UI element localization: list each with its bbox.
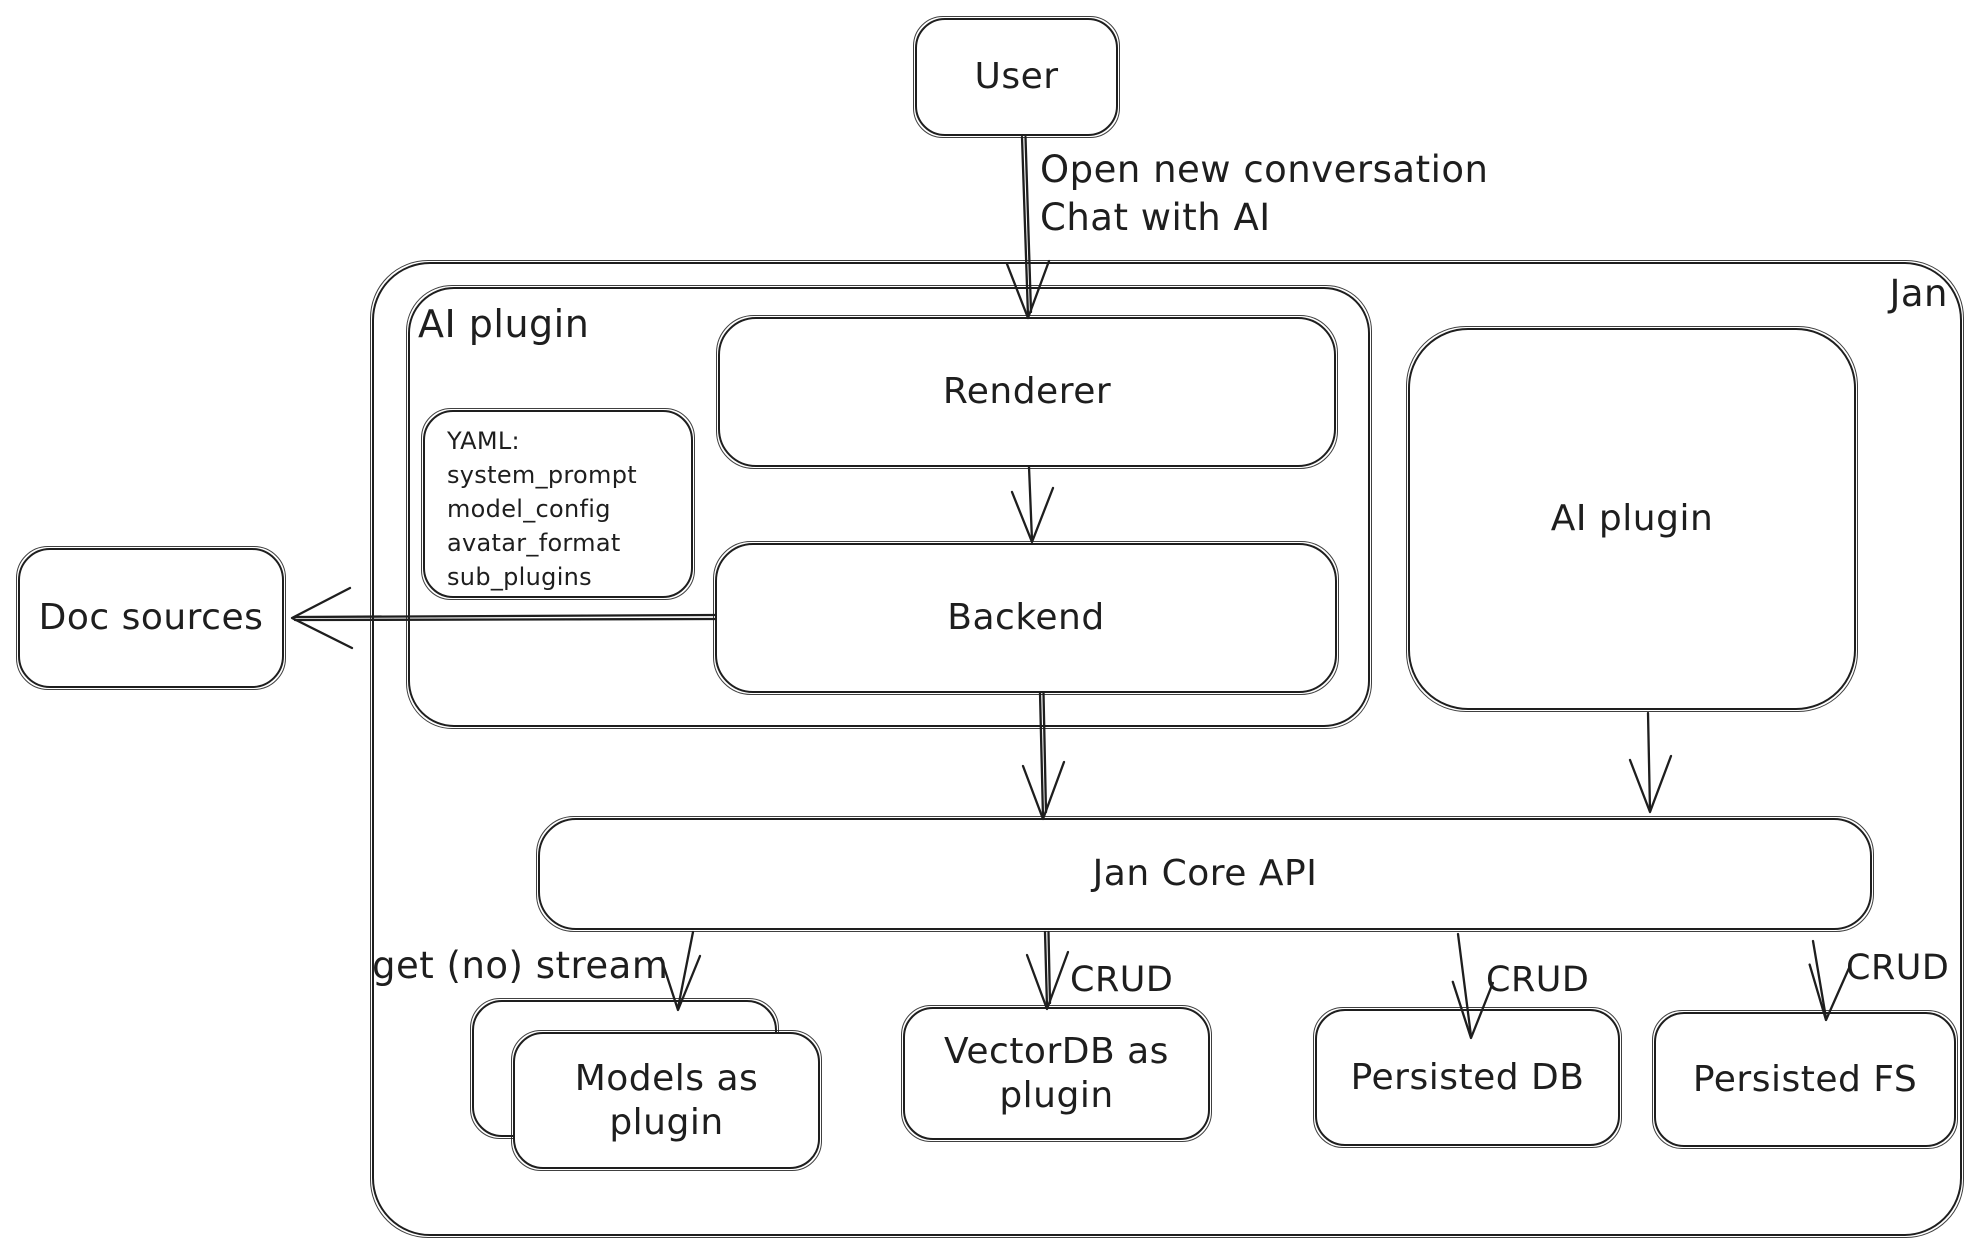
doc-sources-node: Doc sources	[16, 546, 286, 690]
models-as-plugin-node: Models as plugin	[511, 1030, 822, 1171]
persisted-fs-node: Persisted FS	[1652, 1010, 1958, 1149]
user-edge-label-line2: Chat with AI	[1040, 196, 1271, 240]
renderer-node: Renderer	[716, 315, 1338, 469]
models-as-plugin-label-line1: Models as	[574, 1057, 759, 1099]
yaml-note-line5: sub_plugins	[447, 563, 592, 592]
vectordb-label-line2: plugin	[999, 1074, 1114, 1116]
jan-core-api-node-label: Jan Core API	[1092, 853, 1318, 895]
doc-sources-node-label: Doc sources	[38, 597, 264, 639]
user-node: User	[913, 16, 1120, 138]
ai-plugin-container-label: AI plugin	[418, 302, 590, 346]
backend-node-label: Backend	[947, 597, 1105, 639]
yaml-note-line1: YAML:	[447, 427, 520, 455]
user-edge-label-line1: Open new conversation	[1040, 148, 1489, 191]
jan-container-label: Jan	[1889, 272, 1948, 315]
ai-plugin-right-node-label: AI plugin	[1550, 498, 1714, 540]
models-as-plugin-label: Models as plugin	[575, 1057, 759, 1145]
yaml-note-line4: avatar_format	[447, 529, 621, 558]
vectordb-as-plugin-label: VectorDB as plugin	[944, 1030, 1169, 1118]
crud-label-persisted-db: CRUD	[1486, 960, 1590, 1000]
persisted-fs-node-label: Persisted FS	[1692, 1058, 1918, 1100]
jan-core-api-node: Jan Core API	[536, 816, 1874, 932]
models-as-plugin-label-line2: plugin	[609, 1101, 724, 1143]
user-node-label: User	[974, 56, 1059, 98]
backend-node: Backend	[713, 541, 1339, 695]
yaml-note: YAML: system_prompt model_config avatar_…	[421, 408, 695, 600]
crud-label-persisted-fs: CRUD	[1846, 948, 1950, 988]
yaml-note-line2: system_prompt	[447, 461, 637, 490]
persisted-db-node: Persisted DB	[1313, 1007, 1622, 1148]
get-no-stream-label: get (no) stream	[372, 944, 669, 987]
user-edge-label: Open new conversation Chat with AI	[1040, 146, 1488, 242]
renderer-node-label: Renderer	[942, 371, 1112, 413]
ai-plugin-right-node: AI plugin	[1406, 326, 1858, 712]
vectordb-label-line1: VectorDB as	[944, 1030, 1169, 1072]
crud-label-vectordb: CRUD	[1070, 960, 1174, 1000]
vectordb-as-plugin-node: VectorDB as plugin	[901, 1005, 1212, 1142]
persisted-db-node-label: Persisted DB	[1350, 1056, 1585, 1098]
yaml-note-line3: model_config	[447, 495, 611, 524]
